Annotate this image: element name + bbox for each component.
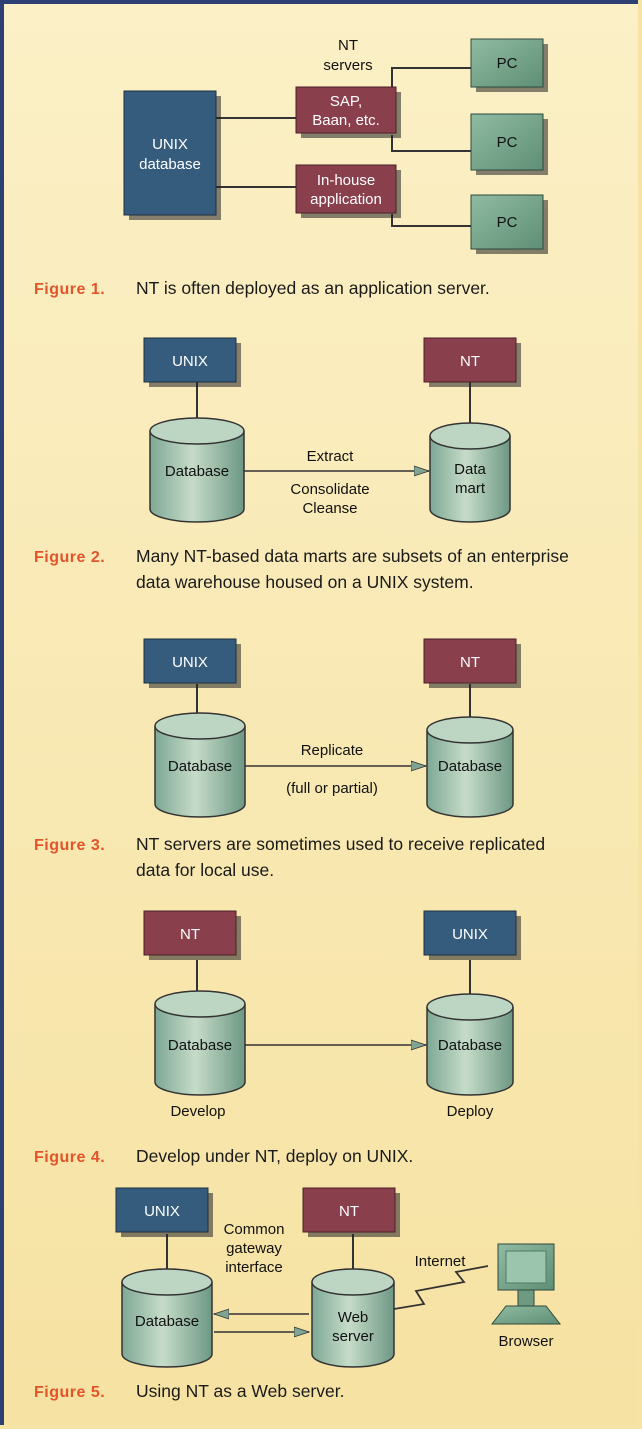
nt-box: [423, 638, 517, 684]
extract-label: Extract: [307, 448, 355, 465]
figure-1-caption: NT is often deployed as an application s…: [136, 278, 490, 298]
database-cylinder-left: [154, 990, 246, 1096]
deploy-label: Deploy: [447, 1103, 494, 1120]
nt-label: NT: [460, 654, 480, 671]
database-left-label: Database: [168, 1037, 232, 1054]
consolidate-label: Consolidate: [290, 481, 369, 498]
cgi-label-3: interface: [225, 1259, 283, 1276]
database-label: Database: [165, 463, 229, 480]
diagram-canvas: UNIX database NT servers SAP, Baan, etc.…: [34, 37, 569, 1401]
data-mart-label-2: mart: [455, 480, 486, 497]
unix-label: UNIX: [172, 353, 208, 370]
inhouse-server-box: [295, 164, 397, 214]
database-cylinder: [121, 1268, 213, 1368]
pc-box-2: [470, 113, 544, 171]
web-server-label-1: Web: [338, 1309, 369, 1326]
nt-label: NT: [460, 353, 480, 370]
replicate-label: Replicate: [301, 742, 364, 759]
nt-label: NT: [180, 926, 200, 943]
develop-label: Develop: [170, 1103, 225, 1120]
nt-servers-label-1: NT: [338, 37, 358, 54]
unix-label: UNIX: [144, 1203, 180, 1220]
inhouse-label-2: application: [310, 191, 382, 208]
database-cylinder-right: [426, 716, 514, 818]
pc-label-1: PC: [497, 55, 518, 72]
data-mart-label-1: Data: [454, 461, 486, 478]
database-cylinder: [149, 417, 245, 523]
pc-box-1: [470, 38, 544, 88]
figure-2-caption-label: Figure 2.: [34, 549, 105, 566]
nt-label: NT: [339, 1203, 359, 1220]
cgi-label-1: Common: [224, 1221, 285, 1238]
figure-3-caption-line-2: data for local use.: [136, 860, 274, 880]
figure-5-caption-label: Figure 5.: [34, 1384, 105, 1401]
unix-label: UNIX: [452, 926, 488, 943]
database-right-label: Database: [438, 758, 502, 775]
unix-box: [423, 910, 517, 956]
browser-label: Browser: [498, 1333, 553, 1350]
figure-3-caption-line-1: NT servers are sometimes used to receive…: [136, 834, 545, 854]
database-label: Database: [135, 1313, 199, 1330]
database-cylinder-right: [426, 993, 514, 1096]
figure-5-caption: Using NT as a Web server.: [136, 1381, 344, 1401]
internet-label: Internet: [415, 1253, 467, 1270]
cgi-label-2: gateway: [226, 1240, 282, 1257]
pc-label-3: PC: [497, 214, 518, 231]
nt-box: [143, 910, 237, 956]
database-left-label: Database: [168, 758, 232, 775]
figure-3-caption-label: Figure 3.: [34, 837, 105, 854]
nt-servers-label-2: servers: [323, 57, 372, 74]
figure-4: NT UNIX Database Database Develop Deploy…: [34, 910, 521, 1166]
figure-4-caption-label: Figure 4.: [34, 1149, 105, 1166]
web-server-cylinder: [311, 1268, 395, 1368]
nt-box: [423, 337, 517, 383]
full-partial-label: (full or partial): [286, 780, 378, 797]
database-cylinder-left: [154, 712, 246, 818]
unix-label: UNIX: [172, 654, 208, 671]
pc-label-2: PC: [497, 134, 518, 151]
figure-5: UNIX NT Database Web server Common gatew…: [34, 1187, 562, 1401]
sap-label-2: Baan, etc.: [312, 112, 380, 129]
unix-database-label-2: database: [139, 156, 201, 173]
figure-1: UNIX database NT servers SAP, Baan, etc.…: [34, 37, 548, 298]
figure-3: UNIX NT Database Database Replicate (ful…: [34, 638, 545, 880]
sap-label-1: SAP,: [330, 93, 362, 110]
internet-link: [393, 1265, 489, 1310]
unix-database-label-1: UNIX: [152, 136, 188, 153]
figure-2-caption-line-2: data warehouse housed on a UNIX system.: [136, 572, 474, 592]
sap-server-box: [295, 86, 397, 134]
data-mart-cylinder: [429, 422, 511, 523]
inhouse-label-1: In-house: [317, 172, 375, 189]
figure-4-caption: Develop under NT, deploy on UNIX.: [136, 1146, 413, 1166]
nt-box: [302, 1187, 396, 1233]
figure-1-caption-label: Figure 1.: [34, 281, 105, 298]
unix-box: [143, 638, 237, 684]
web-server-label-2: server: [332, 1328, 374, 1345]
browser-icon: [490, 1243, 562, 1325]
unix-database-box: [123, 90, 217, 216]
unix-box: [143, 337, 237, 383]
unix-box: [115, 1187, 209, 1233]
pc-box-3: [470, 194, 544, 250]
figure-2-caption-line-1: Many NT-based data marts are subsets of …: [136, 546, 569, 566]
database-right-label: Database: [438, 1037, 502, 1054]
figure-2: UNIX NT Database Data mart Extract Conso…: [34, 337, 569, 592]
cleanse-label: Cleanse: [302, 500, 357, 517]
